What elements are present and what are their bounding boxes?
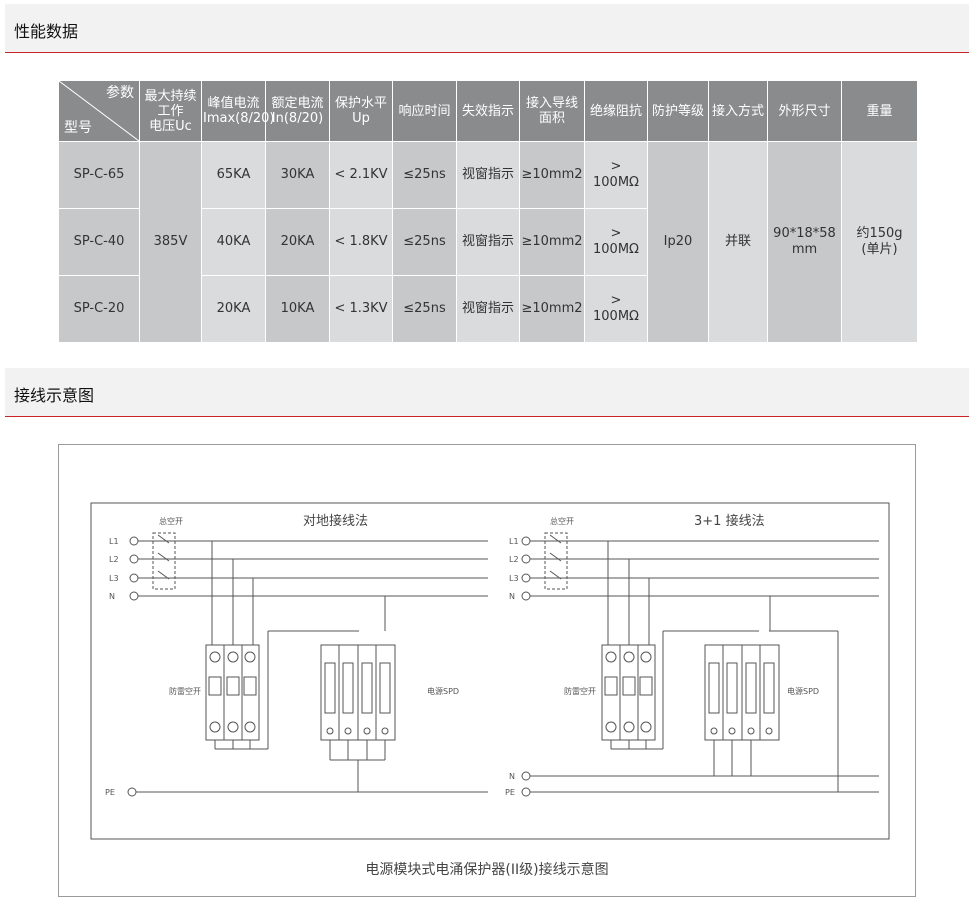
breaker-handle <box>243 676 257 696</box>
spd-label: 电源SPD <box>787 686 819 696</box>
header-cell: 响应时间 <box>392 80 457 142</box>
main-breaker-label: 总空开 <box>550 516 574 526</box>
in-cell: 30KA <box>265 141 330 209</box>
switch-contact <box>157 552 170 562</box>
terminal <box>363 727 371 735</box>
spec-table: 参数 型号 最大持续 工作 电压Uc 峰值电流 Imax(8/20) 额定电流 … <box>58 80 918 343</box>
line-label-n: N <box>509 592 515 601</box>
corner-header: 参数 型号 <box>58 80 140 142</box>
protector-breaker <box>601 644 656 741</box>
right-diagram-title: 3+1 接线法 <box>694 513 765 529</box>
main-breaker-box <box>152 532 176 590</box>
line-label-pe: PE <box>105 788 115 797</box>
header-cell: 峰值电流 Imax(8/20) <box>201 80 275 142</box>
line-label-n: N <box>109 592 115 601</box>
line-label-n-lower: N <box>509 772 515 781</box>
header-cell: 外形尺寸 <box>767 80 842 142</box>
table-row: SP-C-65 385V 65KA 30KA < 2.1KV ≤25ns 视窗指… <box>58 141 918 343</box>
header-cell: 绝缘阻抗 <box>584 80 648 142</box>
diagram-inner-frame <box>90 502 890 840</box>
terminal <box>209 721 221 733</box>
line-label-pe: PE <box>505 788 515 797</box>
spd-label: 电源SPD <box>427 686 459 696</box>
line-label-l3: L3 <box>109 574 119 583</box>
section-header-wiring: 接线示意图 <box>5 368 969 417</box>
table-row: SP-C-20 20KA 10KA < 1.3KV ≤25ns 视窗指示 ≥10… <box>58 275 918 343</box>
in-cell: 10KA <box>265 275 330 343</box>
header-cell: 额定电流 In(8/20) <box>265 80 330 142</box>
main-breaker-box <box>544 532 568 590</box>
spd-module <box>324 662 336 714</box>
model-cell: SP-C-20 <box>58 275 140 343</box>
response-cell: ≤25ns <box>392 208 457 276</box>
diagram-caption: 电源模块式电涌保护器(II级)接线示意图 <box>365 861 608 878</box>
insulation-cell: > 100MΩ <box>584 208 648 276</box>
terminal <box>326 727 334 735</box>
imax-cell: 65KA <box>201 141 266 209</box>
section-header-performance: 性能数据 <box>5 4 969 53</box>
response-cell: ≤25ns <box>392 141 457 209</box>
wire-cell: ≥10mm2 <box>519 275 585 343</box>
dimensions-cell: 90*18*58 mm <box>767 141 842 343</box>
protector-breaker-label: 防雷空开 <box>564 686 596 696</box>
terminal <box>244 721 256 733</box>
uc-cell: 385V <box>139 141 202 343</box>
line-label-l1: L1 <box>109 537 119 546</box>
header-cell: 防护等级 <box>647 80 709 142</box>
wiring-diagram: 总空开 对地接线法 L1 L2 L3 N PE 防雷空开 电源SPD 总空开 3… <box>58 444 916 897</box>
switch-contact <box>157 534 170 544</box>
indicator-cell: 视窗指示 <box>456 208 520 276</box>
connection-cell: 并联 <box>708 141 768 343</box>
spd-module <box>342 662 354 714</box>
wire-cell: ≥10mm2 <box>519 141 585 209</box>
up-cell: < 2.1KV <box>329 141 393 209</box>
protection-cell: Ip20 <box>647 141 709 343</box>
header-cell: 最大持续 工作 电压Uc <box>139 80 202 142</box>
imax-cell: 20KA <box>201 275 266 343</box>
insulation-cell: > 100MΩ <box>584 275 648 343</box>
header-cell: 重量 <box>841 80 918 142</box>
header-cell: 接入方式 <box>708 80 768 142</box>
section-title: 性能数据 <box>14 22 79 41</box>
breaker-handle <box>226 676 240 696</box>
terminal <box>244 651 256 663</box>
in-cell: 20KA <box>265 208 330 276</box>
header-cell: 接入导线 面积 <box>519 80 585 142</box>
up-cell: < 1.8KV <box>329 208 393 276</box>
spd-module <box>379 662 391 714</box>
indicator-cell: 视窗指示 <box>456 141 520 209</box>
protector-breaker <box>205 644 260 741</box>
model-cell: SP-C-40 <box>58 208 140 276</box>
terminal <box>227 721 239 733</box>
terminal <box>381 727 389 735</box>
table-header-row: 参数 型号 最大持续 工作 电压Uc 峰值电流 Imax(8/20) 额定电流 … <box>58 80 918 142</box>
line-label-l2: L2 <box>109 555 119 564</box>
imax-cell: 40KA <box>201 208 266 276</box>
terminal <box>209 651 221 663</box>
line-label-l3: L3 <box>509 574 519 583</box>
header-cell: 保护水平 Up <box>329 80 393 142</box>
section-title: 接线示意图 <box>14 386 95 405</box>
spd-module <box>361 662 373 714</box>
switch-contact <box>157 570 170 580</box>
model-cell: SP-C-65 <box>58 141 140 209</box>
terminal <box>227 651 239 663</box>
terminal <box>344 727 352 735</box>
breaker-handle <box>208 676 222 696</box>
wire-cell: ≥10mm2 <box>519 208 585 276</box>
indicator-cell: 视窗指示 <box>456 275 520 343</box>
corner-param-label: 参数 <box>106 85 134 101</box>
weight-cell: 约150g (单片) <box>841 141 918 343</box>
line-label-l2: L2 <box>509 555 519 564</box>
up-cell: < 1.3KV <box>329 275 393 343</box>
wiring-diagram-svg: 总空开 对地接线法 L1 L2 L3 N PE 防雷空开 电源SPD 总空开 3… <box>90 502 890 878</box>
protector-breaker-label: 防雷空开 <box>169 686 201 696</box>
corner-model-label: 型号 <box>64 120 92 136</box>
insulation-cell: > 100MΩ <box>584 141 648 209</box>
line-label-l1: L1 <box>509 537 519 546</box>
main-breaker-label: 总空开 <box>159 516 183 526</box>
left-diagram-title: 对地接线法 <box>303 513 368 529</box>
header-cell: 失效指示 <box>456 80 520 142</box>
response-cell: ≤25ns <box>392 275 457 343</box>
